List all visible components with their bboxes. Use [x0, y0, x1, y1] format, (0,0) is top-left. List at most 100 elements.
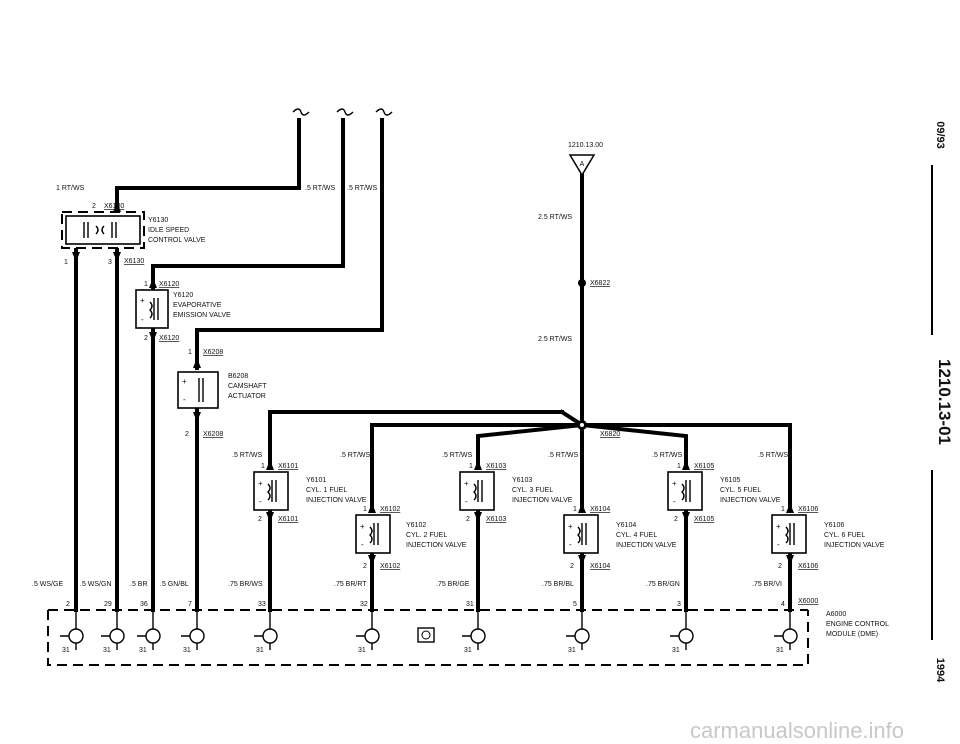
svg-text:Y6130: Y6130	[148, 217, 168, 224]
svg-text:INJECTION VALVE: INJECTION VALVE	[824, 542, 885, 549]
svg-text:CYL. 1 FUEL: CYL. 1 FUEL	[306, 487, 347, 494]
svg-text:.5 RT/WS: .5 RT/WS	[340, 452, 371, 459]
svg-text:31: 31	[62, 647, 70, 654]
svg-text:3: 3	[677, 601, 681, 608]
component-labels: Y6130 IDLE SPEED CONTROL VALVE Y6120 EVA…	[148, 217, 889, 638]
ground-labels: 31 31 31 31 31 31 31 31 31 31	[62, 647, 784, 654]
svg-text:.75 BR/GE: .75 BR/GE	[436, 581, 470, 588]
svg-text:.5 GN/BL: .5 GN/BL	[160, 581, 189, 588]
component-y6130	[61, 211, 145, 249]
svg-text:+: +	[182, 377, 187, 386]
svg-text:.5 RT/WS: .5 RT/WS	[442, 452, 473, 459]
svg-text:1: 1	[261, 463, 265, 470]
svg-text:31: 31	[183, 647, 191, 654]
svg-text:INJECTION VALVE: INJECTION VALVE	[306, 497, 367, 504]
svg-text:Y6103: Y6103	[512, 477, 532, 484]
svg-text:INJECTION VALVE: INJECTION VALVE	[406, 542, 467, 549]
svg-text:X6103: X6103	[486, 516, 506, 523]
svg-text:-: -	[183, 395, 186, 404]
pin-numbers: 2 1 3 1 2 1 2 1 2 1 2 1 2 1 2 1 2 1 2 2 …	[64, 203, 785, 608]
svg-text:2: 2	[92, 203, 96, 210]
svg-text:MODULE (DME): MODULE (DME)	[826, 631, 878, 638]
svg-text:-: -	[465, 497, 468, 506]
svg-text:-: -	[259, 497, 262, 506]
svg-text:2: 2	[363, 563, 367, 570]
splice-x6822	[578, 279, 586, 287]
svg-text:-: -	[569, 540, 572, 549]
svg-text:1: 1	[469, 463, 473, 470]
wire-network	[74, 108, 792, 612]
svg-text:X6105: X6105	[694, 516, 714, 523]
svg-text:+: +	[568, 522, 573, 531]
svg-text:31: 31	[139, 647, 147, 654]
svg-text:31: 31	[103, 647, 111, 654]
svg-text:31: 31	[672, 647, 680, 654]
svg-text:2: 2	[570, 563, 574, 570]
svg-text:.75 BR/GN: .75 BR/GN	[646, 581, 680, 588]
svg-text:-: -	[777, 540, 780, 549]
svg-text:X6106: X6106	[798, 563, 818, 570]
svg-text:Y6101: Y6101	[306, 477, 326, 484]
svg-text:31: 31	[776, 647, 784, 654]
svg-text:Y6104: Y6104	[616, 522, 636, 529]
svg-text:1: 1	[677, 463, 681, 470]
svg-text:2: 2	[258, 516, 262, 523]
svg-text:36: 36	[140, 601, 148, 608]
svg-text:1 RT/WS: 1 RT/WS	[56, 185, 85, 192]
sidebar-date: 09/93	[934, 121, 946, 149]
svg-text:Y6106: Y6106	[824, 522, 844, 529]
svg-text:X6208: X6208	[203, 349, 223, 356]
svg-text:X6000: X6000	[798, 598, 818, 605]
svg-text:2: 2	[185, 431, 189, 438]
svg-text:2: 2	[144, 335, 148, 342]
svg-text:-: -	[141, 315, 144, 324]
svg-text:.5 BR: .5 BR	[130, 581, 148, 588]
svg-text:X6104: X6104	[590, 506, 610, 513]
component-y6103	[459, 471, 495, 511]
svg-text:X6208: X6208	[203, 431, 223, 438]
svg-text:33: 33	[258, 601, 266, 608]
component-y6105	[667, 471, 703, 511]
svg-text:.5 RT/WS: .5 RT/WS	[305, 185, 336, 192]
svg-text:+: +	[672, 479, 677, 488]
svg-text:INJECTION VALVE: INJECTION VALVE	[512, 497, 573, 504]
svg-text:CYL. 4 FUEL: CYL. 4 FUEL	[616, 532, 657, 539]
ecm-symbol-icon	[417, 627, 435, 643]
svg-text:IDLE SPEED: IDLE SPEED	[148, 227, 189, 234]
component-y6106	[771, 514, 807, 554]
svg-text:.75 BR/RT: .75 BR/RT	[334, 581, 367, 588]
svg-text:5: 5	[573, 601, 577, 608]
svg-text:2: 2	[674, 516, 678, 523]
svg-text:X6820: X6820	[600, 431, 620, 438]
svg-text:+: +	[464, 479, 469, 488]
svg-text:X6101: X6101	[278, 463, 298, 470]
svg-text:.75 BR/BL: .75 BR/BL	[542, 581, 574, 588]
svg-text:32: 32	[360, 601, 368, 608]
svg-text:.75 BR/VI: .75 BR/VI	[752, 581, 782, 588]
svg-text:.5 WS/GN: .5 WS/GN	[80, 581, 112, 588]
svg-text:ACTUATOR: ACTUATOR	[228, 393, 266, 400]
svg-text:.5 RT/WS: .5 RT/WS	[758, 452, 789, 459]
component-y6120	[135, 289, 169, 329]
svg-text:2: 2	[778, 563, 782, 570]
svg-text:.5 RT/WS: .5 RT/WS	[232, 452, 263, 459]
svg-text:-: -	[361, 540, 364, 549]
reference-arrow: A 1210.13.00	[568, 142, 603, 177]
svg-text:.75 BR/WS: .75 BR/WS	[228, 581, 263, 588]
svg-text:X6120: X6120	[159, 281, 179, 288]
svg-text:1: 1	[781, 506, 785, 513]
svg-text:Y6105: Y6105	[720, 477, 740, 484]
ref-label: 1210.13.00	[568, 142, 603, 149]
svg-text:+: +	[360, 522, 365, 531]
component-y6102	[355, 514, 391, 554]
svg-text:X6101: X6101	[278, 516, 298, 523]
sidebar-page-number: 1210.13-01	[935, 359, 954, 445]
svg-text:X6822: X6822	[590, 280, 610, 287]
svg-text:31: 31	[568, 647, 576, 654]
svg-text:+: +	[258, 479, 263, 488]
svg-text:X6104: X6104	[590, 563, 610, 570]
svg-text:-: -	[673, 497, 676, 506]
svg-text:31: 31	[464, 647, 472, 654]
page-sidebar: 09/93 1210.13-01 1994	[931, 121, 954, 683]
svg-text:CYL. 2 FUEL: CYL. 2 FUEL	[406, 532, 447, 539]
